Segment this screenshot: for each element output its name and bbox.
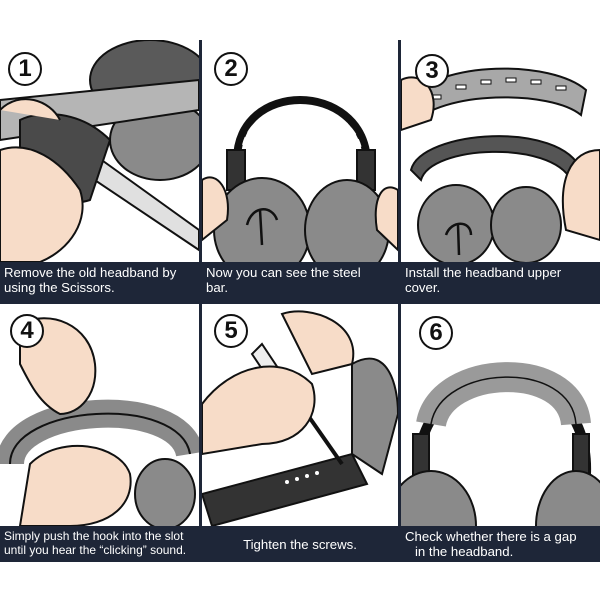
hand-icon — [0, 304, 199, 526]
caption-line: Now you can see the steel — [206, 265, 361, 280]
caption-line: Tighten the screws. — [243, 536, 357, 552]
headphones-icon — [202, 40, 398, 262]
step-panel-5: 5 Tighten the screws. — [202, 304, 398, 562]
caption-line: cover. — [405, 280, 441, 295]
caption-line: bar. — [206, 280, 228, 295]
step-number-badge: 6 — [419, 316, 453, 350]
step-caption: Simply push the hook into the slot until… — [0, 526, 199, 562]
caption-line: in the headband. — [415, 544, 514, 559]
panel-divider — [0, 301, 600, 304]
step-caption: Check whether there is a gap in the head… — [401, 526, 600, 562]
scissors-icon — [0, 40, 199, 262]
step-panel-2: 2 Now you can see the steel bar. — [202, 40, 398, 301]
step-number-badge: 1 — [8, 52, 42, 86]
step-caption: Tighten the screws. — [202, 526, 398, 562]
step-panel-3: 3 Install the headband upper cover. — [401, 40, 600, 301]
step-number-badge: 5 — [214, 314, 248, 348]
step-number-badge: 2 — [214, 52, 248, 86]
caption-line: Check whether there is a gap — [405, 529, 577, 544]
step-caption: Remove the old headband by using the Sci… — [0, 262, 199, 301]
step-caption: Now you can see the steel bar. — [202, 262, 398, 301]
instruction-grid: 1 Remove the old headband by using the S… — [0, 40, 600, 562]
caption-line: Install the headband upper — [405, 265, 562, 280]
caption-line: Remove the old headband by — [4, 265, 177, 280]
caption-line: Simply push the hook into the slot — [4, 529, 184, 543]
step-number-badge: 3 — [415, 54, 449, 88]
step-panel-6: 6 Check whether there is a gap in the he… — [401, 304, 600, 562]
step-panel-4: 4 Simply push the hook into the slot unt… — [0, 304, 199, 562]
caption-line: until you hear the “clicking” sound. — [4, 543, 187, 557]
step-caption: Install the headband upper cover. — [401, 262, 600, 301]
step-panel-1: 1 Remove the old headband by using the S… — [0, 40, 199, 301]
step-number-badge: 4 — [10, 314, 44, 348]
caption-line: using the Scissors. — [4, 280, 115, 295]
